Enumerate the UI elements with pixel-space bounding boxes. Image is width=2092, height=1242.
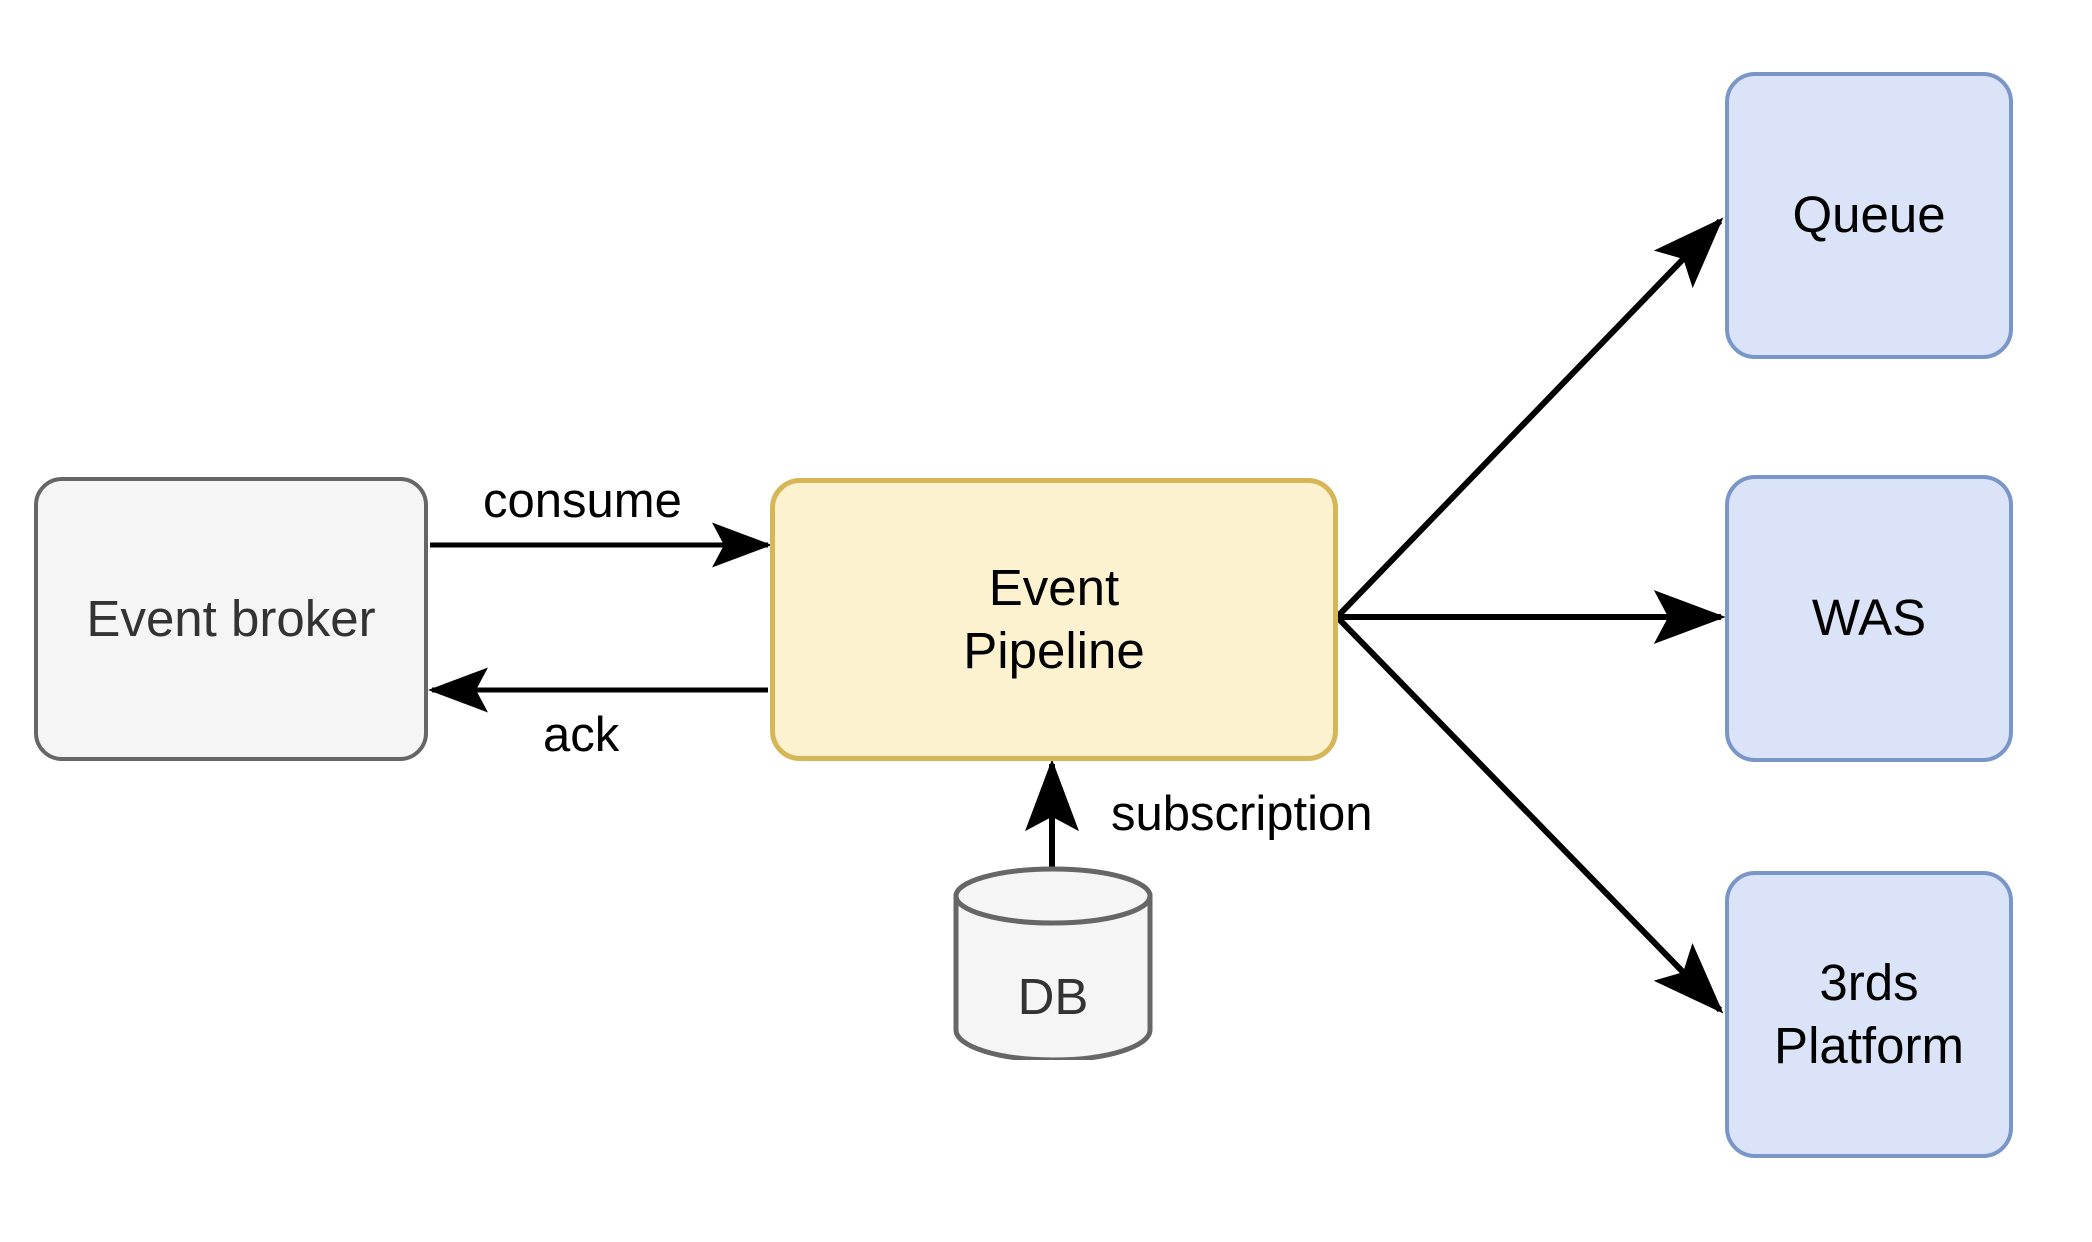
node-queue[interactable]: Queue [1725, 72, 2013, 359]
edge-label-consume: consume [483, 474, 682, 528]
edge-label-ack: ack [543, 708, 620, 762]
node-queue-label: Queue [1792, 186, 1946, 244]
node-third-party-platform-label: 3rds Platform [1774, 954, 1964, 1074]
edge-label-subscription: subscription [1111, 787, 1373, 841]
node-event-broker[interactable]: Event broker [34, 477, 428, 761]
node-was-label: WAS [1811, 589, 1927, 647]
node-event-pipeline[interactable]: Event Pipeline [770, 478, 1338, 761]
node-was[interactable]: WAS [1725, 475, 2013, 762]
edge-to-third-party [1334, 614, 1724, 1014]
node-event-pipeline-label: Event Pipeline [963, 559, 1145, 679]
edge-to-queue [1334, 217, 1724, 620]
node-db-label: DB [1017, 967, 1089, 1025]
cylinder-icon [953, 866, 1153, 1060]
node-event-broker-label: Event broker [86, 589, 376, 647]
node-db[interactable]: DB [953, 866, 1153, 1060]
node-third-party-platform[interactable]: 3rds Platform [1725, 871, 2013, 1158]
